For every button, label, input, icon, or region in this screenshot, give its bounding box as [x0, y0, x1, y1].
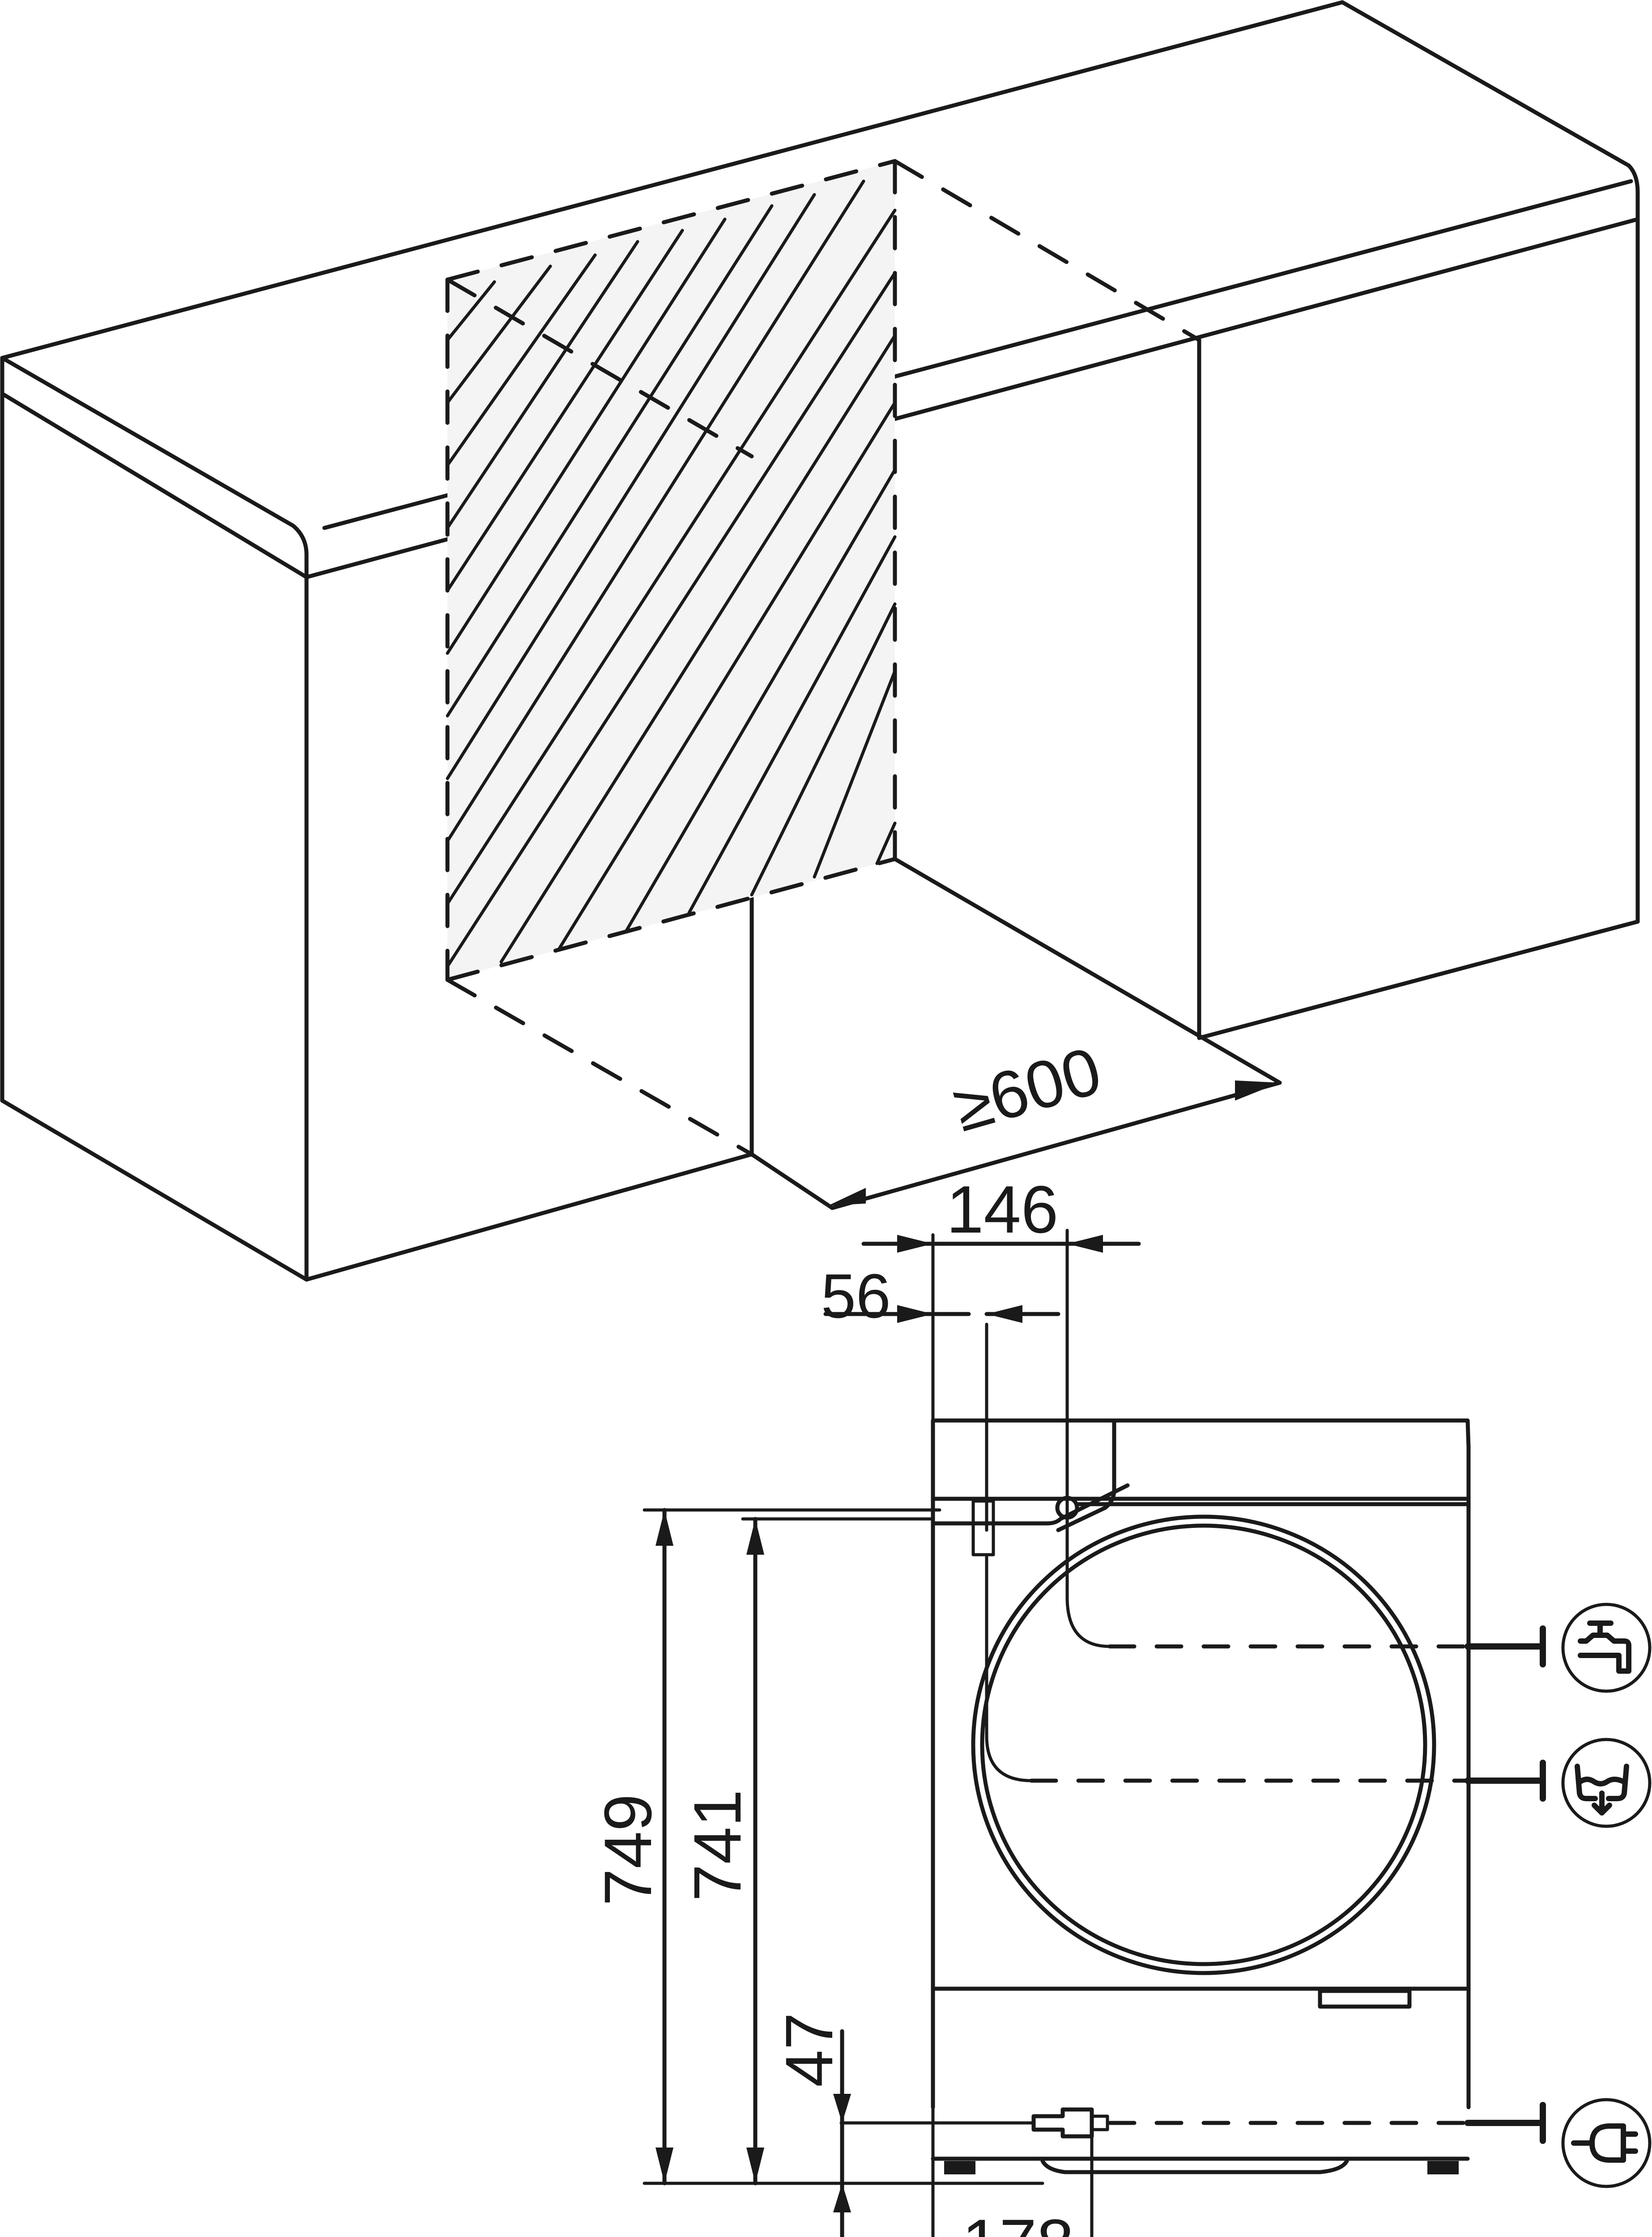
connection-power [1465, 2098, 1652, 2188]
dimension-label-47: 47 [771, 2012, 847, 2087]
appliance-niche [445, 159, 1201, 1157]
dimension-label-741: 741 [680, 1790, 755, 1901]
dimension-label-56: 56 [821, 1261, 891, 1331]
connection-drain [1465, 1738, 1652, 1828]
water-tap-icon [1561, 1603, 1652, 1693]
dimension-label-749: 749 [590, 1794, 665, 1906]
dimension-height-inlet: 741 [680, 1517, 935, 2186]
appliance-front-view [931, 1418, 1471, 2174]
hose-routing [839, 1233, 1470, 2139]
dimension-inlet-horizontal: 146 [861, 1172, 1141, 1422]
dimension-label-178: 178 [962, 2205, 1074, 2237]
dimension-drain-horizontal: 56 [821, 1261, 1060, 1331]
dimension-height-total: 749 [590, 1508, 1044, 2186]
power-plug-icon [1561, 2098, 1652, 2188]
dimension-label-min-width: ≥600 [945, 1033, 1109, 1146]
connection-water-inlet [1465, 1603, 1652, 1693]
dimension-power-height: 47 [771, 2012, 851, 2237]
dimension-label-146: 146 [946, 1172, 1058, 1247]
dimension-power-horizontal: 178 [931, 2105, 1094, 2237]
hatch-lines [446, 179, 897, 968]
